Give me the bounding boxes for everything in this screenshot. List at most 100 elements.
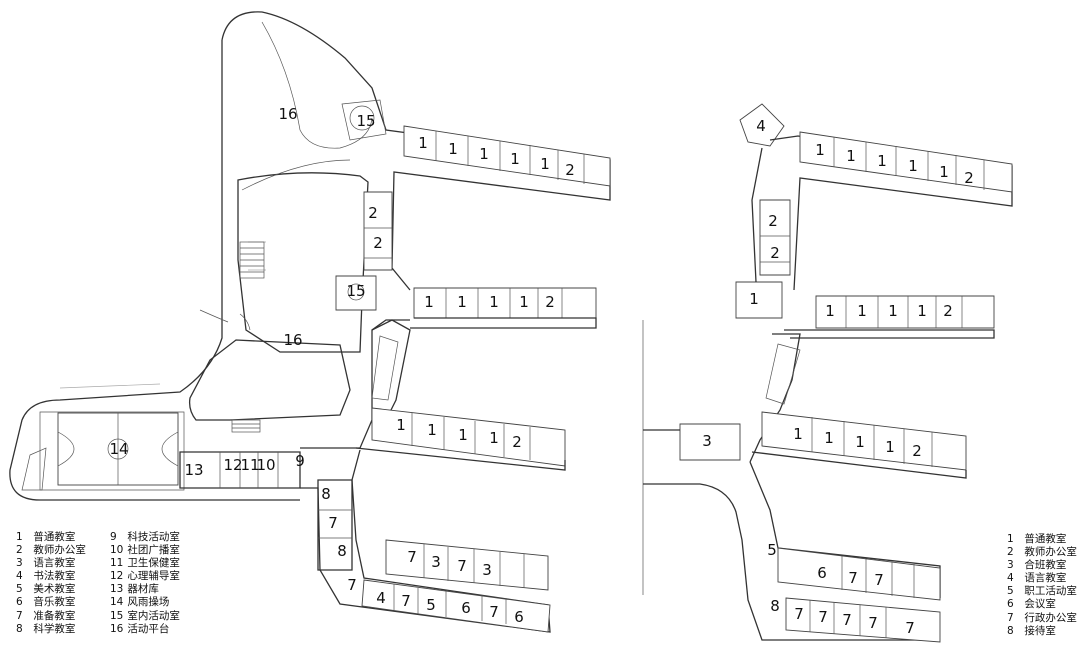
legend-item-number: 7 <box>1007 611 1014 624</box>
room-number-label: 1 <box>885 438 895 456</box>
legend-item-name: 会议室 <box>1021 598 1056 611</box>
room-number-label: 16 <box>278 105 297 123</box>
room-number-label: 6 <box>514 608 524 626</box>
legend-item: 5 美术教室 <box>16 583 86 596</box>
room-number-label: 16 <box>283 331 302 349</box>
room-number-label: 8 <box>770 597 780 615</box>
legend-item: 5 职工活动室 <box>1007 585 1077 598</box>
room-number-label: 7 <box>874 571 884 589</box>
legend-item: 10 社团广播室 <box>110 544 180 557</box>
legend-item-name: 准备教室 <box>30 609 76 622</box>
room-number-label: 7 <box>794 605 804 623</box>
room-number-label: 13 <box>184 461 203 479</box>
legend-item-name: 普通教室 <box>1021 533 1067 545</box>
legend-item: 13 器材库 <box>110 583 180 596</box>
room-number-label: 7 <box>401 592 411 610</box>
legend-item: 14 风雨操场 <box>110 596 180 609</box>
legend-item-name: 科学教室 <box>30 622 76 635</box>
room-number-label: 2 <box>964 169 974 187</box>
legend-item: 16 活动平台 <box>110 623 180 636</box>
legend-item-number: 5 <box>16 583 23 596</box>
legend-item-name: 室内活动室 <box>124 609 180 622</box>
room-number-label: 1 <box>424 293 434 311</box>
room-number-label: 1 <box>939 163 949 181</box>
legend-item-number: 1 <box>16 531 23 543</box>
room-number-label: 11 <box>240 456 259 474</box>
room-number-label: 2 <box>943 302 953 320</box>
legend-item-number: 16 <box>110 622 124 635</box>
legend-item: 6 音乐教室 <box>16 596 86 609</box>
legend-item: 4 语言教室 <box>1007 572 1077 585</box>
legend-item-name: 书法教室 <box>30 570 76 583</box>
legend-item-name: 活动平台 <box>124 622 170 635</box>
legend-item-number: 15 <box>110 609 124 622</box>
legend-item-number: 13 <box>110 583 124 596</box>
legend-item-number: 11 <box>110 557 124 570</box>
room-number-label: 1 <box>458 426 468 444</box>
room-number-label: 1 <box>793 425 803 443</box>
legend-item-number: 6 <box>16 596 23 609</box>
room-number-label: 4 <box>376 589 386 607</box>
legend-item: 6 会议室 <box>1007 598 1077 611</box>
room-number-label: 15 <box>356 112 375 130</box>
room-number-label: 10 <box>256 456 275 474</box>
room-number-label: 1 <box>749 290 759 308</box>
room-number-label: 3 <box>431 553 441 571</box>
legend-item-name: 普通教室 <box>30 531 76 543</box>
legend-item-name: 科技活动室 <box>124 531 180 543</box>
legend-item: 15 室内活动室 <box>110 610 180 623</box>
legend-item-name: 教师办公室 <box>30 544 86 557</box>
legend-item-name: 音乐教室 <box>30 596 76 609</box>
legend-item: 11 卫生保健室 <box>110 557 180 570</box>
room-number-label: 1 <box>857 302 867 320</box>
legend-item-name: 美术教室 <box>30 583 76 596</box>
room-number-label: 2 <box>368 204 378 222</box>
room-number-label: 1 <box>917 302 927 320</box>
room-number-label: 5 <box>426 596 436 614</box>
room-number-label: 7 <box>905 619 915 637</box>
room-number-label: 1 <box>489 429 499 447</box>
legend-item-number: 4 <box>16 570 23 583</box>
legend-item: 8 科学教室 <box>16 623 86 636</box>
legend-item-name: 器材库 <box>124 583 159 596</box>
room-number-label: 6 <box>817 564 827 582</box>
legend-item: 3 语言教室 <box>16 557 86 570</box>
legend-item-number: 10 <box>110 544 124 557</box>
room-number-label: 14 <box>109 440 128 458</box>
room-number-label: 1 <box>427 421 437 439</box>
room-number-label: 9 <box>295 452 305 470</box>
room-number-label: 2 <box>512 433 522 451</box>
legend-item: 8 接待室 <box>1007 625 1077 638</box>
room-number-label: 1 <box>489 293 499 311</box>
legend-item-name: 职工活动室 <box>1021 585 1077 598</box>
room-number-label: 1 <box>396 416 406 434</box>
legend-item: 4 书法教室 <box>16 570 86 583</box>
room-number-label: 5 <box>767 541 777 559</box>
room-number-label: 6 <box>461 599 471 617</box>
room-number-label: 1 <box>418 134 428 152</box>
room-number-label: 7 <box>489 603 499 621</box>
room-number-label: 12 <box>223 456 242 474</box>
legend-item-name: 接待室 <box>1021 624 1056 637</box>
legend-item-number: 14 <box>110 596 124 609</box>
legend-item-number: 7 <box>16 609 23 622</box>
room-number-label: 1 <box>540 155 550 173</box>
legend-item-number: 2 <box>16 544 23 557</box>
legend-item-number: 4 <box>1007 572 1014 585</box>
legend-item-name: 行政办公室 <box>1021 611 1077 624</box>
legend-item-name: 合班教室 <box>1021 559 1067 572</box>
room-number-label: 2 <box>545 293 555 311</box>
legend-item-name: 卫生保健室 <box>124 557 180 570</box>
room-number-label: 7 <box>842 611 852 629</box>
legend-item-name: 语言教室 <box>30 557 76 570</box>
legend-item-number: 9 <box>110 531 117 543</box>
legend-item-number: 5 <box>1007 585 1014 598</box>
room-number-label: 7 <box>407 548 417 566</box>
legend-item: 12 心理辅导室 <box>110 570 180 583</box>
